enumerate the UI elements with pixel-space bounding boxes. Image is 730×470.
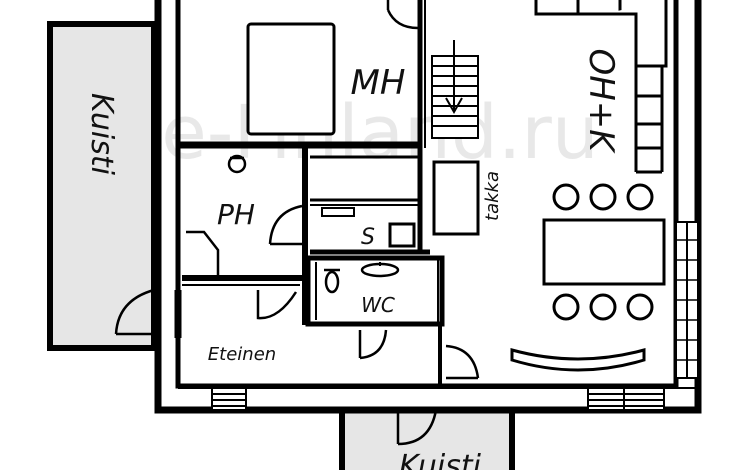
kitchen-counter bbox=[534, 0, 668, 174]
window-bottom-left bbox=[211, 387, 247, 411]
room-label-oh-k: OH+K bbox=[581, 48, 621, 154]
dining-chairs bbox=[552, 183, 654, 321]
bottom-porch bbox=[339, 412, 515, 470]
room-label-wc: WC bbox=[361, 293, 395, 317]
room-label-eteinen: Eteinen bbox=[208, 344, 276, 365]
wc-toilet bbox=[324, 268, 340, 294]
label-takka: takka bbox=[482, 171, 503, 221]
window-right bbox=[675, 221, 699, 379]
fireplace bbox=[432, 160, 480, 236]
room-label-ph: PH bbox=[217, 198, 255, 231]
interior-walls bbox=[174, 0, 445, 386]
sauna-bench bbox=[321, 207, 355, 217]
porch-label-bottom: Kuisti bbox=[399, 449, 482, 470]
window-bottom-right bbox=[587, 387, 665, 411]
wc-sink bbox=[360, 262, 400, 278]
room-label-mh: MH bbox=[351, 63, 406, 103]
porch-label-left: Kuisti bbox=[84, 93, 119, 176]
sauna-stove bbox=[388, 222, 416, 248]
stairs bbox=[431, 40, 479, 139]
room-label-s: S bbox=[361, 225, 375, 250]
bed bbox=[246, 22, 336, 136]
left-porch bbox=[47, 21, 157, 351]
ph-drain bbox=[227, 154, 247, 174]
dining-table bbox=[542, 218, 666, 286]
sofa bbox=[510, 348, 646, 372]
doors bbox=[114, 0, 480, 446]
